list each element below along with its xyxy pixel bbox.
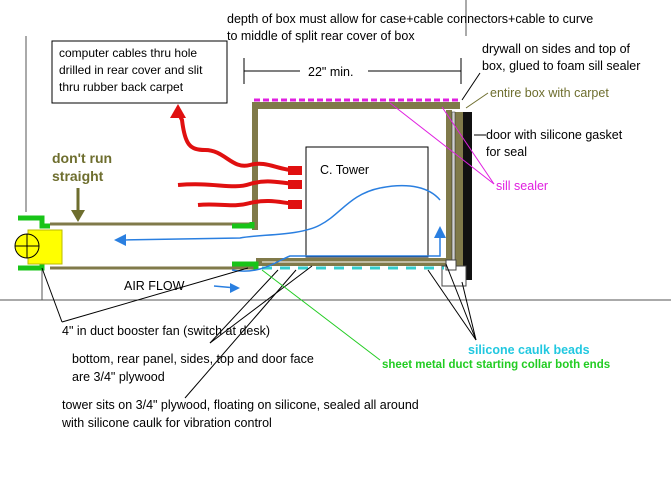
cable-plug-1	[288, 166, 302, 175]
bottom-note-pointer	[209, 269, 279, 344]
airflow-arrow-up	[434, 226, 446, 238]
sill-sealer-pointer	[441, 106, 495, 185]
depth-note-line2: to middle of split rear cover of box	[227, 29, 415, 43]
cables-note-line3: thru rubber back carpet	[59, 80, 184, 94]
door-note-line1: door with silicone gasket	[486, 128, 623, 142]
air-flow-label: AIR FLOW	[124, 279, 185, 293]
airflow-path-upper	[121, 184, 441, 241]
red-cable-top	[176, 111, 301, 173]
dont-run-line1: don't run	[52, 150, 112, 166]
bottom-note-line2: are 3/4" plywood	[72, 370, 165, 384]
duct-collar-label: sheet metal duct starting collar both en…	[382, 359, 610, 371]
drywall-note-line1: drywall on sides and top of	[482, 42, 631, 56]
box-top-panel	[252, 102, 460, 109]
duct-collar-left-top	[18, 215, 50, 229]
cables-note-line1: computer cables thru hole	[59, 46, 197, 60]
caulk-beads-label: silicone caulk beads	[468, 343, 590, 357]
sill-sealer-label: sill sealer	[496, 179, 548, 193]
carpet-pointer	[465, 92, 489, 109]
dont-run-line2: straight	[52, 168, 104, 184]
duct-collar-right-bottom	[232, 261, 259, 270]
caulk-pointer-1	[427, 269, 477, 341]
sill-sealer-pointer-2	[389, 102, 495, 185]
cables-note-line2: drilled in rear cover and slit	[59, 63, 203, 77]
cable-plug-2	[288, 180, 302, 189]
cables-note-box	[51, 40, 228, 104]
fan-note-pointer	[41, 267, 63, 323]
dont-run-arrowhead	[71, 210, 85, 222]
red-cable-bottom	[197, 199, 301, 208]
tower-note-line2: with silicone caulk for vibration contro…	[61, 416, 272, 430]
bottom-note-pointer-2	[209, 265, 313, 344]
bottom-note-line1: bottom, rear panel, sides, top and door …	[72, 352, 314, 366]
tower-note-line1: tower sits on 3/4" plywood, floating on …	[62, 398, 419, 412]
depth-note-line1: depth of box must allow for case+cable c…	[227, 12, 593, 26]
fan-note: 4" in duct booster fan (switch at desk)	[62, 324, 270, 338]
drywall-note-line2: box, glued to foam sill sealer	[482, 59, 640, 73]
drywall-pointer	[461, 72, 481, 101]
airflow-arrow-left	[114, 234, 126, 246]
caulk-pointer-2	[445, 263, 477, 341]
airflow-arrowhead-right	[230, 283, 240, 293]
box-right-side	[446, 110, 452, 260]
caulk-pointer-3	[461, 281, 477, 341]
door-gasket	[451, 111, 456, 263]
red-cable-middle	[177, 179, 301, 189]
tower-label: C. Tower	[320, 163, 369, 177]
duct-collar-right-top	[232, 222, 255, 229]
computer-tower	[305, 146, 429, 258]
door-black-edge	[463, 112, 472, 280]
tower-note-pointer	[184, 269, 297, 399]
door-face	[455, 112, 463, 280]
fan-note-pointer-2	[61, 267, 249, 323]
airflow-path	[231, 236, 441, 272]
carpet-note: entire box with carpet	[490, 86, 609, 100]
red-cable-arrowhead	[170, 104, 186, 118]
duct-collar-pointer	[261, 269, 381, 361]
cable-plug-3	[288, 200, 302, 209]
dimension-22-label: 22" min.	[308, 65, 353, 79]
door-note-line2: for seal	[486, 145, 527, 159]
